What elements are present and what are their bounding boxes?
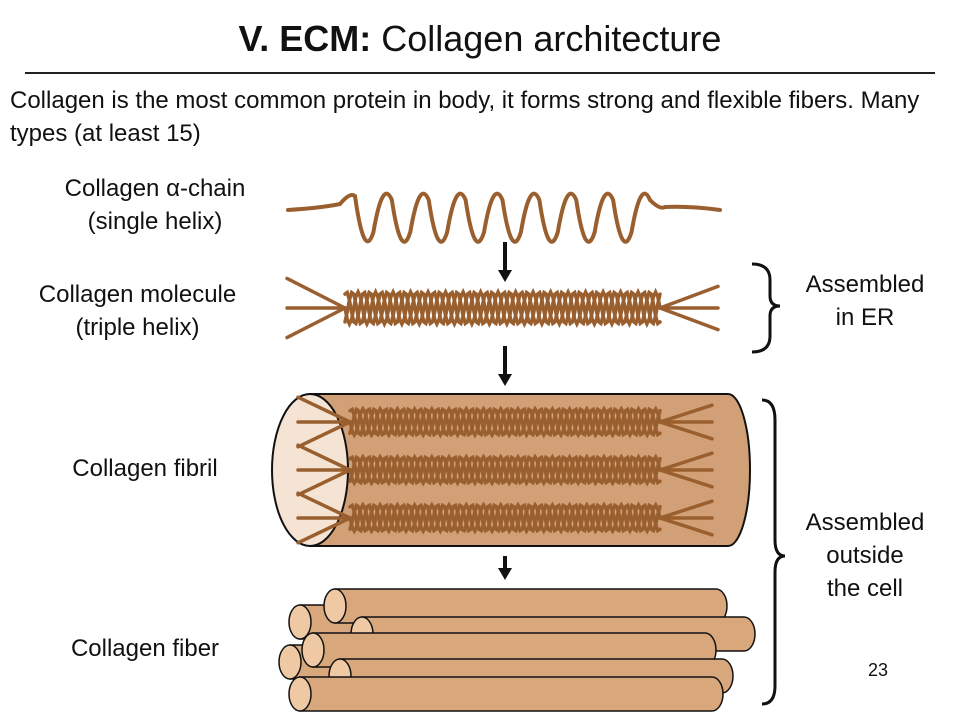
outside-line1: Assembled (805, 509, 925, 536)
helix-end (658, 451, 714, 472)
er-line1: Assembled (805, 271, 925, 298)
title-divider (25, 72, 935, 74)
alpha-chain-line2: (single helix) (87, 208, 223, 235)
arrow-3 (498, 556, 512, 580)
label-assembled-outside: Assembled outside the cell (775, 506, 955, 605)
collagen-fibril (271, 393, 751, 547)
label-alpha-chain: Collagen α-chain (single helix) (15, 172, 295, 238)
fiber-rod (299, 676, 724, 712)
arrow-2 (498, 346, 512, 386)
helix-end (296, 491, 352, 520)
molecule-line1: Collagen molecule (38, 281, 237, 308)
helix-strand (343, 287, 662, 329)
molecule-line2: (triple helix) (75, 314, 200, 341)
label-fibril: Collagen fibril (72, 455, 218, 482)
title-rest: Collagen architecture (371, 18, 722, 59)
helix-end (658, 284, 720, 310)
helix-strand (348, 454, 662, 486)
fiber-rod-end (301, 632, 325, 668)
helix-strand (348, 454, 662, 486)
alpha-chain-line1: Collagen α-chain (64, 175, 246, 202)
helix-strand (348, 405, 662, 439)
helix-end (296, 395, 352, 424)
slide-title: V. ECM: Collagen architecture (0, 18, 960, 60)
helix-strand (348, 406, 662, 438)
label-fiber: Collagen fiber (70, 635, 220, 662)
helix-end (296, 516, 352, 545)
helix-strand (343, 289, 662, 327)
helix-end (285, 306, 347, 340)
outside-line2: outside (826, 542, 904, 569)
collagen-fiber (278, 588, 756, 712)
helix-end (658, 468, 714, 489)
intro-text: Collagen is the most common protein in b… (10, 87, 920, 147)
helix-end (658, 403, 714, 424)
page-number: 23 (868, 660, 889, 680)
helix-end (296, 443, 352, 472)
helix-end (296, 468, 352, 497)
helix-strand (348, 406, 662, 438)
fiber-rod-end (288, 676, 312, 712)
label-assembled-er: Assembled in ER (775, 268, 955, 334)
bracket-er (751, 262, 781, 354)
er-line2: in ER (835, 304, 895, 331)
fibril-triple-helices (296, 395, 714, 545)
helix-end (658, 420, 714, 441)
helix-strand (343, 289, 662, 327)
helix-end (658, 516, 714, 537)
title-bold: V. ECM: (238, 18, 372, 59)
helix-strand (348, 502, 662, 534)
helix-strand (348, 502, 662, 534)
helix-end (296, 420, 352, 449)
helix-strand (348, 453, 662, 487)
arrow-1 (498, 242, 512, 282)
triple-helix-molecule (285, 276, 720, 340)
helix-end (658, 499, 714, 520)
label-molecule: Collagen molecule (triple helix) (0, 278, 275, 344)
bracket-outside (761, 398, 786, 706)
fiber-rod-end (288, 604, 312, 640)
fiber-rod-end (278, 644, 302, 680)
helix-end (658, 306, 720, 332)
outside-line3: the cell (826, 575, 904, 602)
helix-strand (348, 501, 662, 535)
alpha-chain-helix (286, 191, 722, 244)
fiber-rod-end (323, 588, 347, 624)
helix-end (285, 276, 347, 310)
